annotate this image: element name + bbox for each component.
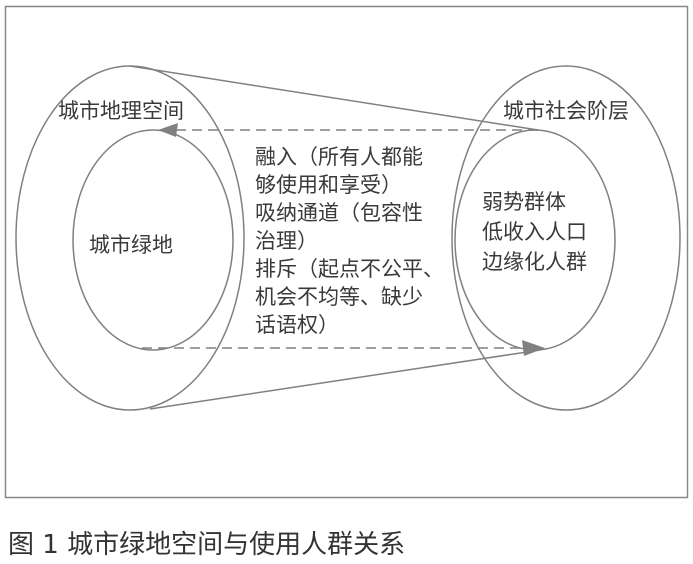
left-inner-label: 城市绿地 (89, 233, 173, 257)
relationship-line: 治理） (255, 229, 318, 253)
relationship-line: 机会不均等、缺少 (255, 285, 423, 309)
right-inner-text: 弱势群体 低收入人口 边缘化人群 (482, 188, 587, 278)
right-outer-ellipse (451, 65, 681, 411)
frame (4, 5, 689, 499)
left-outer-label: 城市地理空间 (58, 99, 184, 123)
bottom-connector-line (149, 349, 541, 410)
arrowhead-left-icon (158, 123, 178, 137)
left-inner-ellipse (72, 129, 234, 351)
right-outer-label: 城市社会阶层 (503, 99, 629, 123)
top-connector-line (129, 65, 539, 131)
relationship-line: 话语权） (255, 313, 339, 337)
relationship-line: 排斥（起点不公平、 (255, 257, 444, 281)
group-label: 边缘化人群 (482, 250, 587, 274)
relationship-text: 融入（所有人都能 够使用和享受） 吸纳通道（包容性 治理） 排斥（起点不公平、 … (255, 143, 444, 339)
group-label: 低收入人口 (482, 220, 587, 244)
relationship-line: 够使用和享受） (255, 173, 402, 197)
figure-caption: 图 1 城市绿地空间与使用人群关系 (8, 530, 406, 560)
arrowhead-right-icon (522, 340, 545, 356)
relationship-line: 吸纳通道（包容性 (255, 201, 423, 225)
relationship-line: 融入（所有人都能 (255, 145, 423, 169)
group-label: 弱势群体 (482, 190, 566, 214)
